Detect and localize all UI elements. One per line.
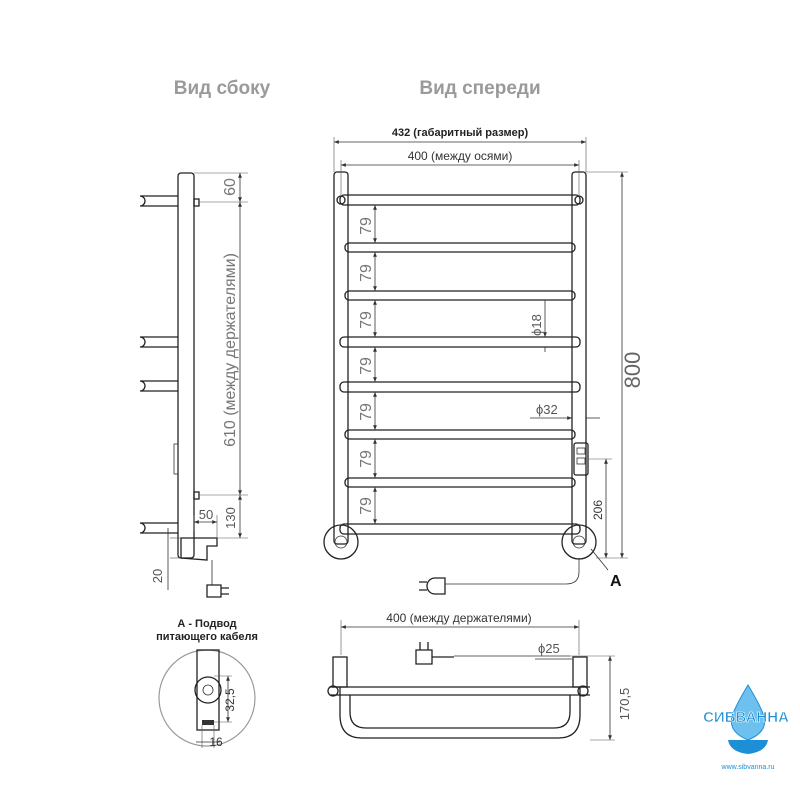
side-dim-foot: 20 — [150, 569, 165, 583]
top-frame-inner — [349, 695, 571, 729]
front-dim-spacing: 79 — [358, 264, 375, 282]
side-view: 60 610 (между держателями) 130 50 20 — [139, 172, 248, 598]
front-bar — [344, 477, 576, 488]
detail-cable-entry — [202, 720, 214, 725]
front-dim-spacing: 79 — [358, 497, 375, 515]
side-dim-between-holders: 610 (между держателями) — [222, 253, 239, 447]
front-dim-spacing: 79 — [358, 357, 375, 375]
front-screw — [336, 195, 346, 205]
detail-title-line2: питающего кабеля — [156, 631, 258, 643]
front-cable — [445, 558, 580, 585]
side-plug — [206, 584, 229, 598]
detail-title-line1: А - Подвод — [177, 618, 236, 630]
top-frame — [339, 687, 581, 739]
detail-holder-inner — [202, 684, 214, 696]
front-bar — [344, 429, 576, 440]
front-bar — [339, 336, 581, 348]
logo-name: СИБВАННА — [703, 709, 789, 726]
top-wall-right — [572, 656, 588, 688]
front-bar — [344, 290, 576, 301]
front-dim-axis-width: 400 (между осями) — [408, 149, 513, 163]
side-holder — [193, 198, 200, 207]
front-bar — [339, 381, 581, 393]
front-holder-right — [561, 524, 597, 560]
logo-url: www.sibvanna.ru — [721, 764, 775, 771]
front-dim-spacing: 79 — [358, 311, 375, 329]
detail-dim-width: 16 — [209, 735, 223, 749]
detail-holder — [194, 676, 222, 704]
side-dim-depth: 50 — [199, 507, 213, 522]
side-view-title: Вид сбоку — [174, 78, 271, 99]
side-switch — [173, 443, 179, 475]
front-dim-spacing: 79 — [358, 450, 375, 468]
detail-upright — [196, 649, 220, 731]
front-dim-spacing: 79 — [358, 403, 375, 421]
front-bar — [339, 523, 581, 535]
side-holder — [193, 491, 200, 500]
callout-a: A — [610, 573, 622, 590]
side-bar — [139, 336, 178, 348]
front-dim-bar-diameter: ϕ18 — [529, 314, 544, 336]
front-dim-height: 800 — [620, 352, 645, 389]
side-dim-top: 60 — [222, 178, 239, 196]
front-view: 432 (габаритный размер) 400 (между осями… — [323, 127, 645, 595]
front-dim-tube-diameter: ϕ32 — [536, 402, 558, 417]
detail-circle — [158, 649, 256, 747]
front-dim-cable-offset: 206 — [591, 500, 605, 520]
side-dim-bottom: 130 — [223, 507, 238, 529]
front-upright-left — [333, 171, 349, 545]
front-holder-right-inner — [572, 535, 586, 549]
top-dim-holders: 400 (между держателями) — [386, 611, 531, 625]
top-view: 400 (между держателями) 170,5 ϕ25 — [327, 611, 632, 741]
top-plug — [415, 642, 454, 665]
bathtub-icon — [728, 740, 768, 754]
detail-dim-height: 32,5 — [223, 688, 237, 712]
front-dim-spacing: 79 — [358, 217, 375, 235]
side-bar — [139, 522, 178, 534]
front-upright-right — [571, 171, 587, 545]
brand-logo: СИБВАННА www.sibvanna.ru — [703, 684, 789, 771]
side-bar — [139, 380, 178, 392]
front-holder-left-inner — [334, 535, 348, 549]
front-dim-overall-width: 432 (габаритный размер) — [392, 127, 529, 139]
side-upright — [177, 172, 195, 559]
side-bar — [139, 195, 178, 207]
front-plug — [419, 577, 446, 595]
front-view-title: Вид спереди — [419, 78, 540, 99]
side-bottom-block — [180, 537, 218, 561]
front-bar — [339, 194, 581, 206]
top-dim-depth: 170,5 — [617, 688, 632, 721]
front-holder-left — [323, 524, 359, 560]
front-screw — [574, 195, 584, 205]
detail-a: А - Подвод питающего кабеля 32,5 16 — [156, 618, 258, 749]
top-dim-tube-diameter: ϕ25 — [538, 641, 560, 656]
front-bar — [344, 242, 576, 253]
top-wall-left — [332, 656, 348, 688]
